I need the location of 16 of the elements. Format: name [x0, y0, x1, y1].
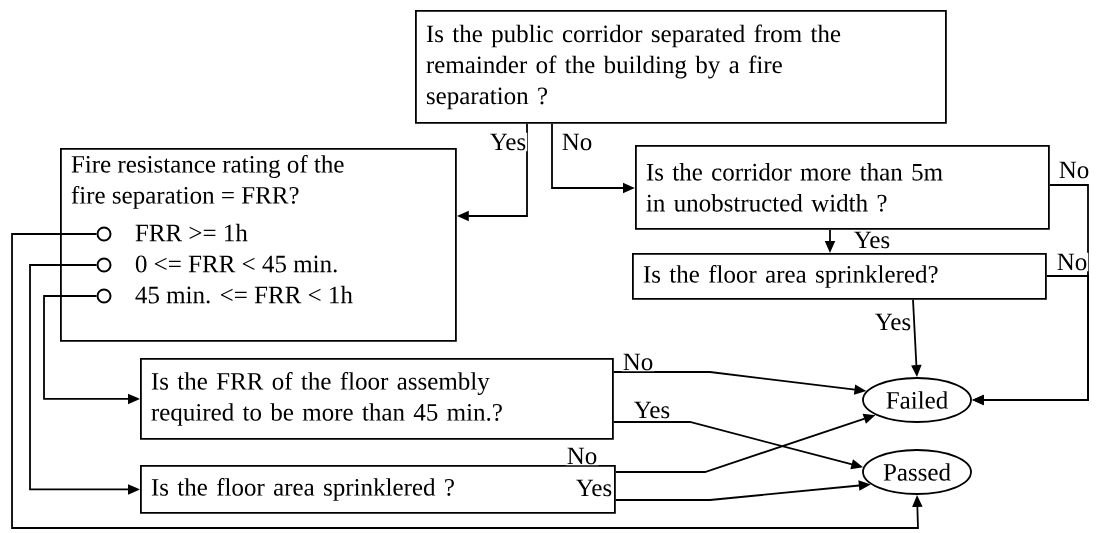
edge-label: Yes — [488, 132, 528, 152]
arrow — [11, 233, 923, 529]
edge-label: No — [1055, 252, 1089, 272]
edge-label: No — [565, 446, 599, 466]
edge-label: No — [621, 352, 655, 372]
edge-label: No — [560, 132, 594, 152]
edge-label: Yes — [574, 478, 614, 498]
edge-label: Yes — [852, 230, 892, 250]
question-box: Is the FRR of the floor assembly required to be more than 45 min.? — [140, 358, 614, 440]
question-box: Fire resistance rating of the fire separation = FRR? FRR >= 1h 0 <= FRR < 45 min. 45 min. <= FRR < 1h — [60, 148, 457, 342]
edge-label: No — [1057, 160, 1091, 180]
question-box: Is the public corridor separated from the remainder of the building by a fire separation ? — [415, 10, 947, 124]
question-box: Is the corridor more than 5m in unobstructed width ? — [635, 145, 1050, 230]
edge-label: Yes — [873, 312, 913, 332]
question-box: Is the floor area sprinklered? — [632, 253, 1047, 300]
edge-label: Yes — [632, 400, 672, 420]
